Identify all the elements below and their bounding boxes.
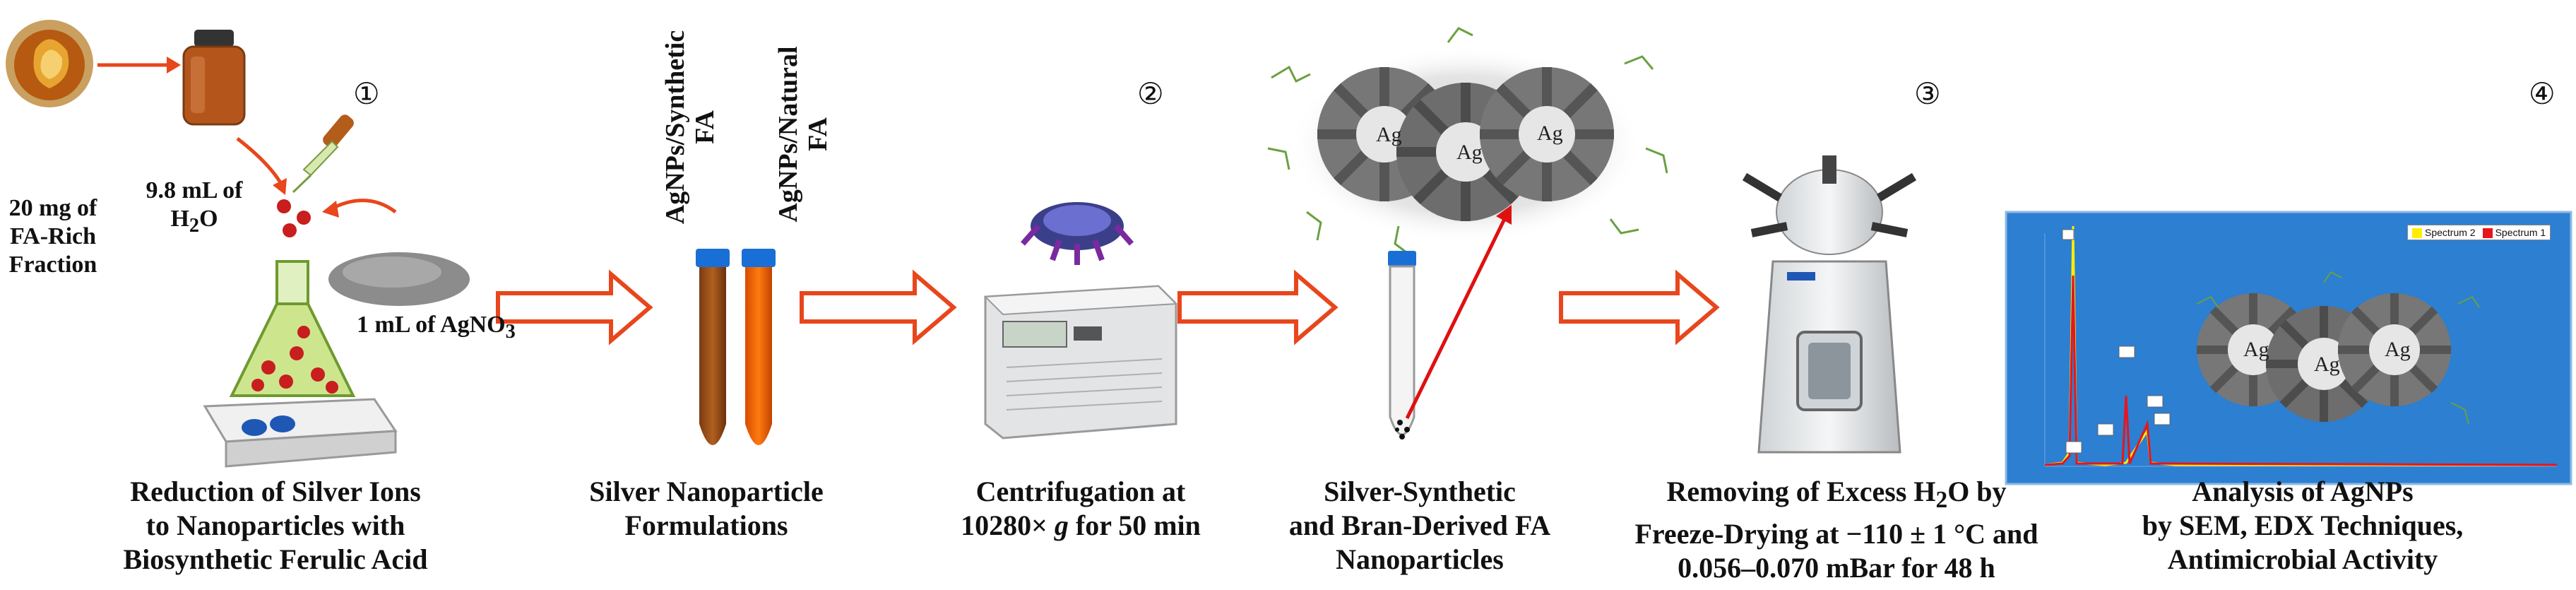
step-marker-4: ④ [2529, 76, 2556, 111]
arrow-fa-to-bottle [97, 57, 181, 73]
agno3-label: 1 mL of AgNO3 [357, 312, 516, 343]
process-arrow-2 [800, 269, 957, 346]
arrow-powder-to-flask [322, 199, 397, 218]
ag-label: Ag [2385, 338, 2411, 361]
nanoparticle-cluster [1267, 27, 1668, 256]
centrifuge [983, 285, 1178, 439]
tube-synthetic-label: AgNPs/Synthetic FA [660, 30, 720, 225]
edx-series [2044, 225, 2558, 466]
falcon-tube [1388, 251, 1416, 439]
edx-legend: Spectrum 2 Spectrum 1 [2407, 225, 2551, 241]
ag-label: Ag [1537, 122, 1563, 145]
flask [229, 260, 356, 397]
caption-freeze-drying: Removing of Excess H2O by Freeze-Drying … [1634, 476, 2038, 584]
process-arrow-3 [1177, 269, 1339, 346]
step-marker-1: ① [353, 76, 380, 111]
red-droplets [277, 199, 311, 237]
tube-synthetic [696, 249, 730, 445]
water-label: 9.8 mL of H2O [146, 177, 243, 237]
tube-natural-label: AgNPs/Natural FA [773, 46, 833, 223]
step-marker-3: ③ [1914, 76, 1941, 111]
edx-spectrum-panel [2005, 211, 2572, 485]
centrifuge-rotor [1020, 202, 1134, 265]
caption-centrifugation: Centrifugation at 10280× g for 50 min [961, 476, 1201, 541]
fa-rich-fraction-image [6, 20, 93, 107]
step-marker-2: ② [1137, 76, 1164, 111]
ag-label: Ag [2314, 353, 2340, 376]
legend-spectrum-1: Spectrum 1 [2482, 227, 2546, 239]
ag-label: Ag [2243, 338, 2269, 361]
ag-label: Ag [1376, 123, 1402, 146]
legend-spectrum-2: Spectrum 2 [2412, 227, 2476, 239]
ag-label: Ag [1456, 141, 1483, 164]
tube-natural [742, 249, 776, 445]
magnetic-stirrer [203, 398, 398, 468]
silver-powder [328, 252, 470, 306]
water-bottle [182, 30, 246, 126]
dropper [292, 114, 354, 194]
process-arrow-4 [1559, 269, 1720, 346]
arrow-bottle-to-flask [236, 137, 287, 195]
fa-mass-label: 20 mg of FA-Rich Fraction [8, 195, 97, 278]
freeze-dryer [1742, 155, 1917, 454]
red-pointer-arrow [1405, 205, 1512, 420]
process-arrow-1 [496, 269, 653, 346]
